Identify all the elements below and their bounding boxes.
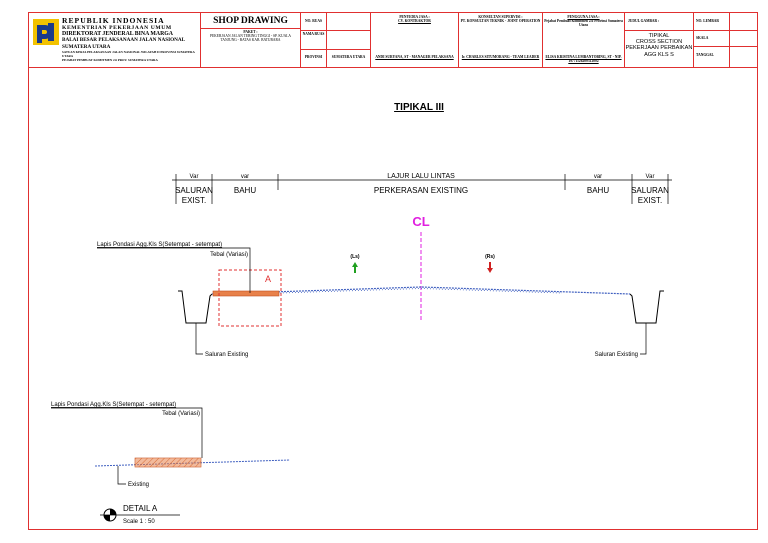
dim-var-bahu-right: var: [594, 174, 602, 180]
judul-value-2: CROSS SECTION: [635, 39, 683, 46]
detail-a-mark: A: [265, 274, 271, 284]
label-saluran-right-2: EXIST.: [638, 196, 662, 205]
dim-var-left: Var: [190, 174, 199, 180]
centerline-label: CL: [412, 214, 429, 229]
detail-existing: Existing: [128, 482, 149, 488]
lajur-kanan-label: (Rs): [485, 254, 495, 260]
konsultan-value: PT. KONSULTAN TEKNIK - JOINT OPERATION: [460, 19, 541, 24]
title-block: REPUBLIK INDONESIA KEMENTRIAN PEKERJAAN …: [29, 13, 757, 68]
dimension-line: [172, 174, 672, 204]
tanggal-label: TANGGAL: [696, 53, 714, 57]
judul-label: JUDUL GAMBAR :: [628, 19, 660, 23]
label-saluran-left: SALURAN: [175, 186, 213, 195]
judul-value-4: AGG KLS S: [644, 51, 674, 58]
detail-callout-thickness: Tebal (Variasi): [162, 411, 200, 417]
ruas-label-cell: NO. RUAS NAMA RUAS PROVINSI: [301, 13, 327, 67]
detail-target-icon: [100, 508, 180, 522]
label-saluran-right: SALURAN: [631, 186, 669, 195]
paket-label: PAKET :: [243, 30, 258, 34]
konsultan-cell: KONSULTAN SUPERVISI : PT. KONSULTAN TEKN…: [459, 13, 543, 67]
saluran-existing-right: Saluran Existing: [595, 352, 638, 358]
dim-var-right: Var: [646, 174, 655, 180]
konsultan-person: Ir. CHARLES SITUMORANG - TEAM LEADER: [461, 55, 540, 59]
provinsi-value: SUMATERA UTARA: [331, 55, 366, 59]
penyedia-cell: PENYEDIA JASA : CV. KONTRAKTOR ANDI SURY…: [371, 13, 459, 67]
detail-title: DETAIL A: [123, 504, 158, 513]
centerline-icon: CL: [412, 214, 430, 320]
paket-text: PEKERJAAN JALAN TEBING TINGGI - SP. KUAL…: [209, 34, 292, 43]
org-line1: REPUBLIK INDONESIA: [62, 16, 165, 25]
org-line4: BALAI BESAR PELAKSANAAN JALAN NASIONAL: [62, 37, 186, 43]
meta-label-cell: NO. LEMBAR SKALA TANGGAL: [694, 13, 730, 67]
agency-cell: REPUBLIK INDONESIA KEMENTRIAN PEKERJAAN …: [29, 13, 201, 67]
konsultan-label: KONSULTAN SUPERVISI :: [478, 15, 523, 19]
detail-callout-layer: Lapis Pondasi Agg.Kls S(Setempat - setem…: [51, 402, 176, 408]
pengguna-cell: PENGGUNA JASA : Pejabat Pembuat Komitmen…: [543, 13, 625, 67]
sheet-title-cell: SHOP DRAWING PAKET : PEKERJAAN JALAN TEB…: [201, 13, 301, 67]
label-perkerasan: PERKERASAN EXISTING: [374, 186, 468, 195]
dim-var-bahu-left: var: [241, 174, 249, 180]
label-saluran-left-2: EXIST.: [182, 196, 206, 205]
judul-cell: JUDUL GAMBAR : TIPIKAL CROSS SECTION PEK…: [625, 13, 694, 67]
ruas-value-cell: SUMATERA UTARA: [327, 13, 371, 67]
drawing-frame: REPUBLIK INDONESIA KEMENTRIAN PEKERJAAN …: [28, 12, 758, 530]
callout-layer-text: Lapis Pondasi Agg.Kls S(Setempat - setem…: [97, 242, 222, 248]
org-line6: SATUAN KERJA PELAKSANAAN JALAN NASIONAL …: [62, 50, 195, 58]
drawing-title: TIPIKAL III: [394, 102, 444, 113]
arrow-down-icon: [487, 262, 493, 273]
aggregate-layer: [212, 290, 280, 297]
label-bahu-right: BAHU: [587, 186, 609, 195]
detail-a: Lapis Pondasi Agg.Kls S(Setempat - setem…: [51, 402, 291, 525]
detail-scale: Scale 1 : 50: [123, 519, 155, 525]
pengguna-label: PENGGUNA JASA :: [567, 15, 600, 19]
pengguna-person: ELISA KRISTINA LUMBANTOBING, ST - NIP. 1…: [545, 55, 622, 64]
dim-lajur: LAJUR LALU LINTAS: [387, 173, 455, 180]
pu-logo-icon: [33, 19, 59, 45]
judul-value-1: TIPIKAL: [648, 33, 670, 39]
skala-label: SKALA: [696, 36, 709, 40]
provinsi-label: PROVINSI: [304, 55, 323, 59]
lajur-kiri-label: (Ls): [350, 254, 360, 260]
org-line3: DIREKTORAT JENDERAL BINA MARGA: [62, 31, 173, 37]
saluran-existing-left: Saluran Existing: [205, 352, 248, 358]
penyedia-person: ANDI SURYANA, ST - MANAGER PELAKSANA: [375, 55, 454, 59]
sheet-title: SHOP DRAWING: [213, 16, 288, 26]
penyedia-value: CV. KONTRAKTOR: [398, 19, 431, 24]
arrow-up-icon: [352, 262, 358, 273]
no-lembar-label: NO. LEMBAR: [696, 19, 719, 23]
org-line2: KEMENTRIAN PEKERJAAN UMUM: [62, 25, 172, 31]
penyedia-label: PENYEDIA JASA :: [399, 15, 430, 19]
label-bahu-left: BAHU: [234, 186, 256, 195]
org-line5: SUMATERA UTARA: [62, 44, 111, 50]
nama-ruas-label: NAMA RUAS: [302, 32, 325, 37]
judul-value-3: PEKERJAAN PERBAIKAN: [625, 45, 693, 52]
callout-layer: Lapis Pondasi Agg.Kls S(Setempat - setem…: [97, 242, 251, 293]
meta-value-cell: [730, 13, 757, 67]
pengguna-value: Pejabat Pembuat Komitmen 2.6 Provinsi Su…: [544, 19, 623, 28]
callout-thickness-text: Tebal (Variasi): [210, 252, 248, 258]
org-line7: PEJABAT PEMBUAT KOMITMEN 2.6 PROV. SUMAT…: [62, 58, 158, 62]
no-ruas-label: NO. RUAS: [305, 19, 322, 23]
